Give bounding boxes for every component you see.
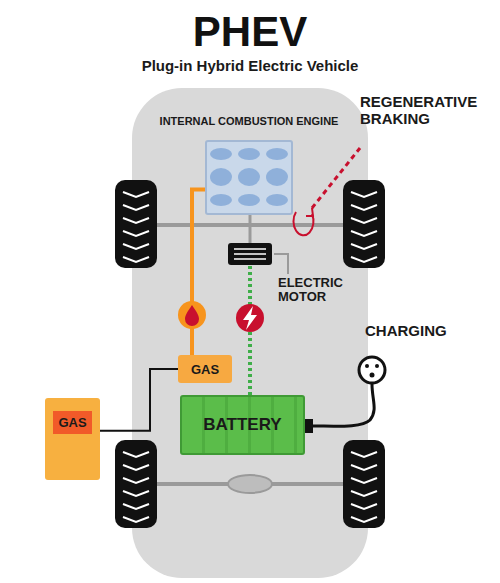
connector: [249, 215, 252, 243]
electric-icon: [236, 304, 264, 332]
cylinder: [210, 194, 232, 206]
regen-arrow: [293, 148, 360, 235]
battery-box: BATTERY: [180, 395, 305, 455]
node-label: GAS: [191, 362, 219, 377]
cylinder: [266, 148, 288, 160]
stripe: [234, 248, 266, 250]
tread: [123, 192, 149, 197]
tread: [351, 205, 377, 210]
wheel-treads: [123, 192, 377, 522]
tread: [123, 465, 149, 470]
tread: [123, 504, 149, 509]
connector: [192, 190, 205, 356]
tread: [123, 205, 149, 210]
tread: [351, 218, 377, 223]
charging-plug: [304, 357, 385, 433]
cylinder: [238, 168, 260, 186]
wheel: [115, 180, 157, 268]
tread: [351, 231, 377, 236]
leader-line: [274, 254, 288, 274]
tread: [351, 517, 377, 522]
cylinder: [266, 168, 288, 186]
tread: [351, 192, 377, 197]
engine-cylinders: [207, 142, 291, 213]
connector: [100, 369, 178, 431]
tread: [351, 491, 377, 496]
node-heading: INTERNAL COMBUSTION ENGINE: [160, 115, 339, 127]
tread: [351, 257, 377, 262]
stripe: [234, 253, 266, 255]
gas-tank: GAS: [178, 355, 232, 383]
wheel: [115, 440, 157, 528]
callout-label: CHARGING: [365, 322, 485, 339]
tread: [123, 257, 149, 262]
node-label: GAS: [53, 411, 91, 434]
cylinder: [266, 194, 288, 206]
motor-stripes: [228, 243, 272, 265]
tread: [351, 452, 377, 457]
tread: [351, 465, 377, 470]
tread: [123, 231, 149, 236]
tread: [351, 504, 377, 509]
tread: [123, 517, 149, 522]
motor-box: ELECTRIC MOTOR: [228, 243, 272, 265]
cylinder: [238, 148, 260, 160]
wheel: [343, 440, 385, 528]
tread: [351, 478, 377, 483]
car-body: [132, 88, 368, 578]
cylinder: [210, 168, 232, 186]
tread: [123, 478, 149, 483]
wheels: [115, 180, 385, 528]
stripe: [234, 258, 266, 260]
node-heading: ELECTRIC MOTOR: [278, 276, 358, 305]
wheel: [343, 180, 385, 268]
cylinder: [210, 148, 232, 160]
tread: [123, 218, 149, 223]
callout-label: REGENERATIVE BRAKING: [360, 93, 495, 128]
tread: [351, 244, 377, 249]
node-label: BATTERY: [203, 415, 281, 435]
differential: [228, 475, 272, 493]
tread: [123, 491, 149, 496]
title: PHEV: [0, 8, 500, 56]
engine-box: INTERNAL COMBUSTION ENGINE: [205, 140, 293, 215]
gas-pump: GAS: [45, 398, 100, 480]
cylinder: [238, 194, 260, 206]
fuel-icon: [178, 301, 206, 329]
tread: [123, 452, 149, 457]
tread: [123, 244, 149, 249]
subtitle: Plug-in Hybrid Electric Vehicle: [0, 57, 500, 74]
